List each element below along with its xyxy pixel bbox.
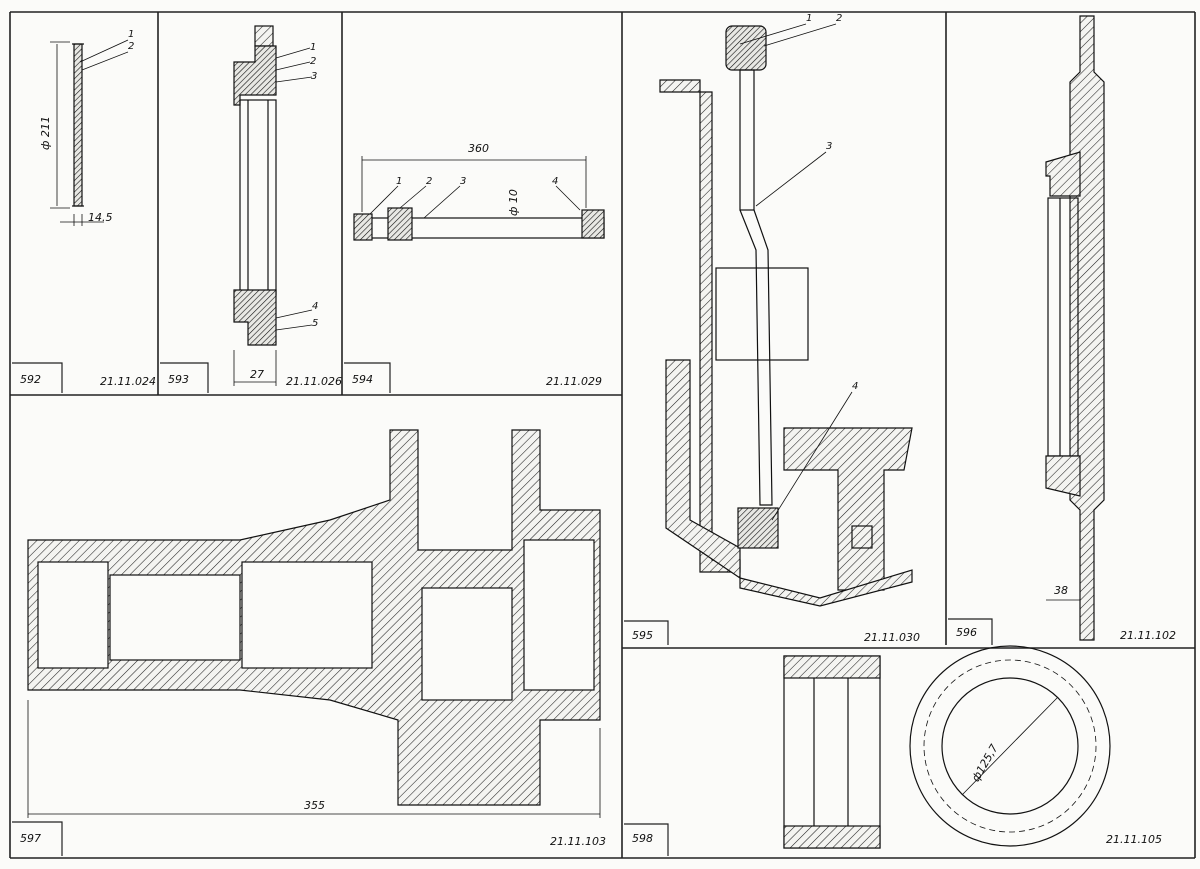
panel-593-callout-4: 4 xyxy=(312,301,319,312)
panel-597-number: 597 xyxy=(20,832,41,845)
panel-596-code: 21.11.102 xyxy=(1120,629,1176,642)
panel-593-number: 593 xyxy=(168,373,189,386)
panel-593-callout-1: 1 xyxy=(310,42,317,53)
panel-592-dim-width: 14.5 xyxy=(88,211,113,224)
panel-597-dim-length: 355 xyxy=(304,799,325,812)
panel-595-callout-3: 3 xyxy=(826,141,833,152)
panel-592-code: 21.11.024 xyxy=(100,375,156,388)
panel-593-callout-5: 5 xyxy=(312,318,319,329)
panel-594-callout-2: 2 xyxy=(426,176,433,187)
drawing-593 xyxy=(233,25,313,386)
panel-594-callout-3: 3 xyxy=(460,176,467,187)
panel-596-number: 596 xyxy=(956,626,977,639)
drawing-596 xyxy=(1045,15,1105,641)
panel-593-code: 21.11.026 xyxy=(286,375,342,388)
panel-595-callout-4: 4 xyxy=(852,381,859,392)
panel-592-callout-2: 2 xyxy=(128,41,135,52)
panel-592-dim-diameter: ф 211 xyxy=(39,116,52,150)
number-boxes xyxy=(12,362,993,856)
panel-598-code: 21.11.105 xyxy=(1106,833,1162,846)
drawing-598 xyxy=(783,645,1111,849)
panel-594-dim-length: 360 xyxy=(468,142,489,155)
panel-597-code: 21.11.103 xyxy=(550,835,606,848)
frame-lines xyxy=(9,11,1196,859)
panel-594-code: 21.11.029 xyxy=(546,375,602,388)
panel-595-code: 21.11.030 xyxy=(864,631,920,644)
panel-595-number: 595 xyxy=(632,629,653,642)
drawing-597 xyxy=(27,429,601,818)
drawing-592 xyxy=(50,39,129,226)
panel-593-callout-2: 2 xyxy=(310,56,317,67)
drawing-594 xyxy=(353,156,605,241)
panel-595-callout-1: 1 xyxy=(806,13,813,24)
panel-594-callout-4: 4 xyxy=(552,176,559,187)
panel-592-number: 592 xyxy=(20,373,41,386)
panel-594-number: 594 xyxy=(352,373,373,386)
panel-596-dim-width: 38 xyxy=(1054,584,1068,597)
panel-594-callout-1: 1 xyxy=(396,176,403,187)
panel-593-callout-3: 3 xyxy=(311,71,318,82)
panel-594-dim-diameter: ф 10 xyxy=(507,189,520,216)
panel-592-callout-1: 1 xyxy=(128,29,135,40)
panel-593-dim-width: 27 xyxy=(250,368,264,381)
panel-595-callout-2: 2 xyxy=(836,13,843,24)
drawing-595 xyxy=(659,23,913,607)
panel-598-number: 598 xyxy=(632,832,653,845)
